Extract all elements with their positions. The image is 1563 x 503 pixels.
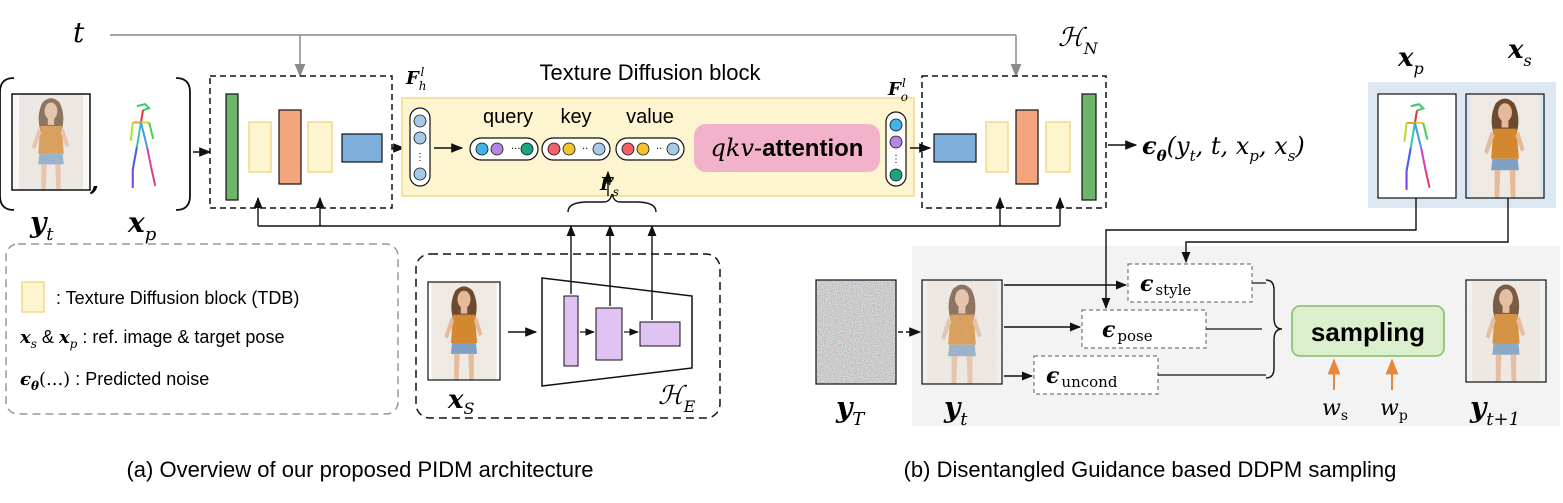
green-block-right (1081, 93, 1097, 201)
xs-label: xS (447, 385, 475, 418)
key-label: key (560, 106, 591, 128)
svg-text:··: ·· (656, 144, 662, 155)
output-expression: ϵθ(yt, t, xp, xs) (1142, 131, 1305, 165)
merge-brace (1265, 279, 1283, 379)
b-source-image (1465, 93, 1545, 199)
tdb-title: Texture Diffusion block (540, 60, 762, 85)
fs-brace (567, 193, 657, 213)
legend-box (5, 243, 399, 415)
green-block-left (225, 93, 239, 201)
right-paren (175, 77, 191, 211)
pure-noise-yT (815, 279, 897, 385)
caption-a: (a) Overview of our proposed PIDM archit… (126, 457, 593, 482)
sampling-box (1291, 305, 1445, 357)
ws-label: ws (1322, 396, 1348, 424)
pose-route (1101, 198, 1417, 310)
style-route (1181, 198, 1509, 264)
orange-block-left (278, 109, 302, 185)
b-xs-label: xs (1507, 35, 1532, 70)
comma: , (89, 167, 99, 197)
Fo-label: Fol (887, 76, 908, 104)
legend-ref-text: xs & xp : ref. image & target pose (19, 327, 284, 351)
sampling-label: sampling (1311, 317, 1425, 347)
noisy-image-yt (11, 93, 91, 191)
HE-label: ℋE (658, 381, 696, 416)
eps-style-box (1127, 263, 1253, 303)
qkv-attention-box (694, 124, 880, 172)
blue-block-right (933, 133, 977, 163)
HN-label: ℋN (1058, 23, 1099, 58)
key-tokens: ·· (541, 137, 611, 161)
b-xp-label: xp (1397, 43, 1424, 78)
purple-block-2 (595, 307, 623, 361)
Fo-token-column: ⋮ (885, 111, 907, 187)
yT-label: yT (835, 391, 866, 430)
tdb-block-3 (985, 121, 1009, 173)
Fh-label: Fhl (405, 65, 427, 93)
caption-b: (b) Disentangled Guidance based DDPM sam… (904, 457, 1397, 482)
b-yt-label: yt (943, 391, 968, 430)
legend-tdb-text: : Texture Diffusion block (TDB) (56, 288, 299, 308)
xp-label: xp (127, 206, 157, 245)
Fs-label: Fs (599, 174, 619, 199)
yt-label: yt (29, 206, 54, 245)
pose-skeleton-xp (129, 102, 157, 190)
b-noisy-image-yt (921, 279, 1003, 385)
legend-noise-text: ϵθ(...) : Predicted noise (20, 369, 209, 393)
orange-block-right (1015, 109, 1039, 185)
noise-encoder-box (209, 75, 393, 209)
t-label: t (73, 16, 85, 49)
blue-block-left (341, 133, 383, 163)
eps-uncond-box (1033, 355, 1159, 395)
tdb-block-4 (1045, 121, 1071, 173)
tdb-block-1 (248, 121, 272, 173)
left-paren (0, 77, 15, 211)
query-tokens: ··· (469, 137, 539, 161)
query-label: query (483, 106, 533, 128)
legend-tdb-swatch (21, 281, 45, 313)
source-encoder-box (415, 253, 721, 419)
noise-decoder-box (921, 75, 1107, 209)
svg-text:⋮: ⋮ (891, 154, 901, 165)
purple-block-3 (639, 321, 681, 347)
svg-text:···: ··· (511, 144, 521, 155)
b-pose-image (1377, 93, 1457, 199)
source-image-xs (427, 281, 501, 381)
eps-pose-box (1081, 309, 1207, 349)
svg-text:··: ·· (582, 144, 588, 155)
wp-label: wp (1380, 396, 1408, 424)
yt1-label: yt+1 (1469, 391, 1520, 430)
output-image-yt1 (1465, 279, 1547, 383)
qkv-attention-label: qkv-attention (711, 134, 864, 162)
tdb-block-2 (307, 121, 333, 173)
svg-text:⋮: ⋮ (415, 152, 425, 163)
value-tokens: ·· (615, 137, 685, 161)
Fh-token-column: ⋮ (409, 107, 431, 187)
value-label: value (626, 106, 674, 128)
purple-block-1 (563, 295, 579, 367)
